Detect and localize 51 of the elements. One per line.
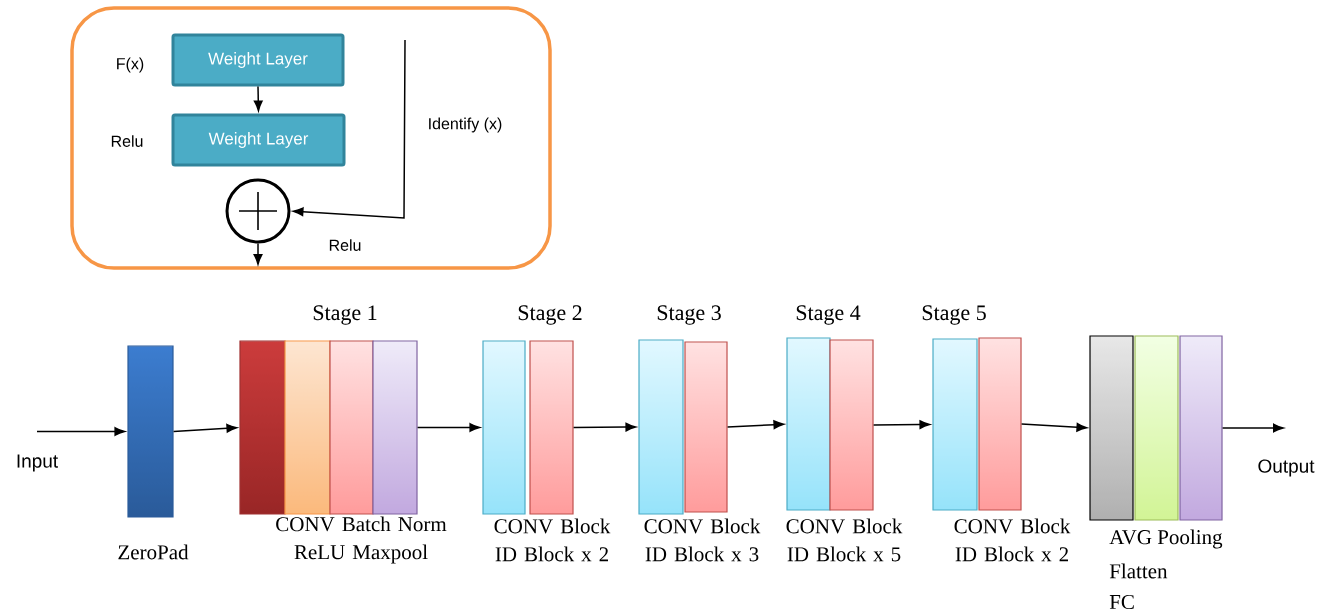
caption: AVG Pooling [1109,529,1223,549]
caption: FC [1109,594,1134,610]
arrow [572,422,637,432]
arrow [416,423,481,432]
stage-title: Stage 4 [796,305,861,325]
weight-layer-box: Weight Layer [171,33,345,87]
layer-bar [127,345,174,518]
arrow [726,420,785,430]
stage-title: Stage 1 [313,305,377,325]
arrow [172,423,238,433]
stage-title: Stage 5 [922,305,986,325]
edge-label: Identify (x) [426,116,504,134]
caption: CONV Batch Norm ReLU Maxpool [276,516,447,564]
layer-bar [932,338,978,511]
side-label: Relu [329,239,361,251]
side-label: Relu [111,135,143,147]
layer-bar [284,340,331,515]
arrow [1020,422,1088,432]
sum-circle [225,178,291,244]
io-label: Output [1258,459,1315,477]
side-label: F(x) [117,57,144,73]
caption: CONV Block ID Block x 2 [954,518,1071,562]
layer-bar [372,340,418,515]
arrow [1221,423,1284,433]
layer-bar [529,340,574,515]
arrow [36,427,126,436]
layer-bar [329,340,374,515]
stage-title: Stage 2 [518,305,582,325]
weight-layer-box: Weight Layer [171,113,346,167]
layer-bar [786,337,831,511]
arrow [253,242,263,265]
layer-bar [482,340,526,515]
layer-bar [978,337,1022,511]
layer-bar [239,340,286,515]
caption: CONV Block ID Block x 2 [494,518,611,562]
residual-block-panel [70,6,552,270]
layer-bar [638,339,684,515]
layer-bar [684,341,728,513]
layer-bar [829,339,874,511]
arrow [253,85,263,112]
arrow [872,420,931,430]
caption: CONV Block ID Block x 3 [644,518,761,562]
io-label: Input [17,454,58,472]
side-label: ZeroPad [118,544,189,560]
layer-bar [1179,335,1223,521]
stage-title: Stage 3 [657,305,721,325]
caption: CONV Block ID Block x 5 [786,518,903,562]
caption: Flatten [1109,563,1168,579]
layer-bar [1134,335,1179,521]
arrow [292,39,406,219]
layer-bar [1089,335,1134,521]
